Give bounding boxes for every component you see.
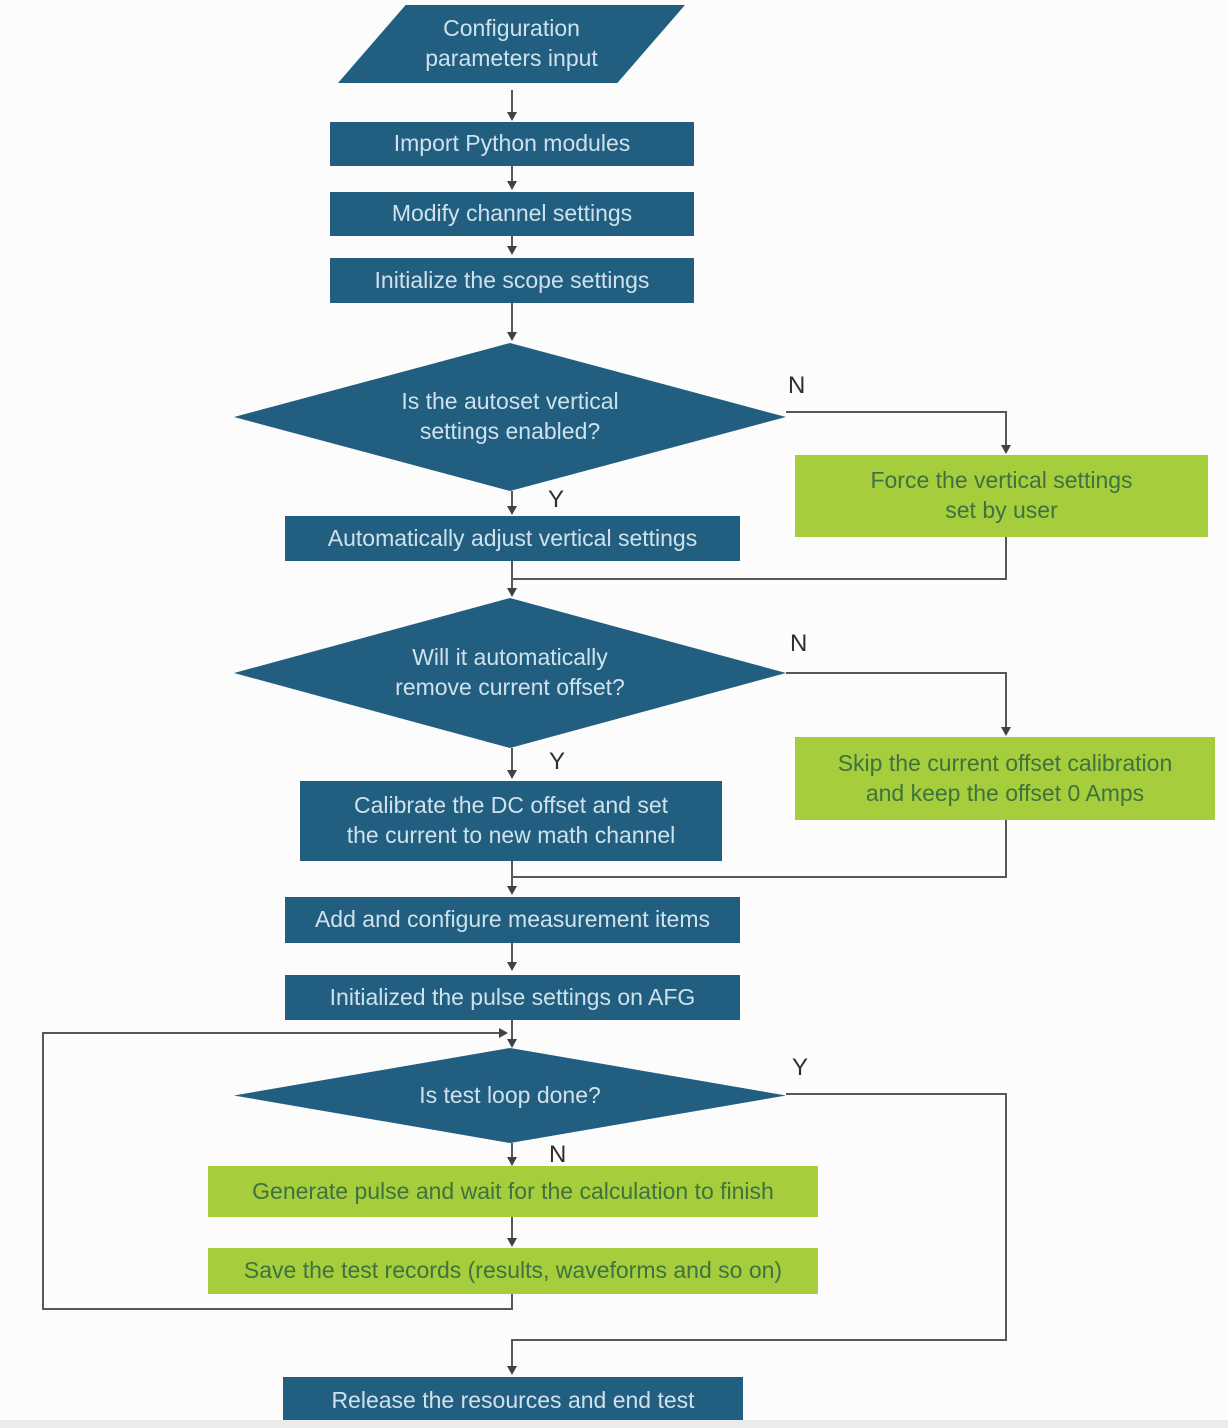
connector-generate-to-save [511,1217,513,1239]
arrowhead-down [507,1366,517,1375]
connector-initscope-to-decision1 [511,303,513,333]
branch-label-loop-no: N [549,1141,567,1168]
process-initialize-pulse-settings-afg: Initialized the pulse settings on AFG [285,975,740,1020]
connector-decision3-no [511,1143,513,1158]
arrowhead-down [507,112,517,121]
connector-initpulse-to-decision3 [511,1020,513,1040]
process-modify-channel-settings: Modify channel settings [330,192,694,236]
connector-loopback-bottom [42,1308,513,1310]
branch-label-autoset-no: N [788,372,806,399]
branch-label-autoset-yes: Y [548,486,565,513]
process-initialize-scope-settings: Initialize the scope settings [330,258,694,303]
io-configuration-parameters-input: Configuration parameters input [338,5,685,83]
process-release-resources-end-test: Release the resources and end test [283,1377,743,1424]
connector-merge1 [512,578,1007,580]
connector-decision2-no-down [1005,672,1007,728]
arrowhead-down [507,588,517,597]
alt-generate-pulse-wait-calculation: Generate pulse and wait for the calculat… [208,1166,818,1217]
bottom-gray-band [0,1420,1228,1428]
connector-forcevertical-down [1005,537,1007,580]
connector-loopback-left [42,1032,44,1310]
arrowhead-down [1001,445,1011,454]
process-auto-adjust-vertical-settings: Automatically adjust vertical settings [285,516,740,561]
arrowhead-down [1001,727,1011,736]
connector-skipoffset-down [1005,820,1007,878]
connector-modify-to-initscope [511,236,513,248]
connector-loopback-in [42,1032,499,1034]
connector-import-to-modify [511,166,513,182]
branch-label-loop-yes: Y [792,1054,809,1081]
arrowhead-down [507,1039,517,1048]
connector-decision3-yes-down [1005,1093,1007,1341]
connector-to-release [511,1339,513,1367]
process-import-python-modules: Import Python modules [330,122,694,166]
arrowhead-down [507,770,517,779]
process-calibrate-dc-offset: Calibrate the DC offset and set the curr… [300,781,722,861]
connector-input-to-import [511,90,513,114]
alt-skip-offset-calibration: Skip the current offset calibration and … [795,737,1215,820]
arrowhead-right [499,1028,508,1038]
connector-decision3-yes-left [512,1339,1007,1341]
arrowhead-down [507,246,517,255]
arrowhead-down [507,1238,517,1247]
alt-force-vertical-settings: Force the vertical settings set by user [795,455,1208,537]
connector-decision1-yes [511,491,513,507]
arrowhead-down [507,886,517,895]
connector-save-down [511,1294,513,1310]
branch-label-offset-yes: Y [549,748,566,775]
connector-autoadjust-to-decision2 [511,561,513,589]
connector-decision2-no [786,672,1007,674]
connector-calibrate-to-add [511,861,513,887]
decision-remove-current-offset: Will it automatically remove current off… [234,598,786,748]
branch-label-offset-no: N [790,630,808,657]
connector-add-to-initpulse [511,943,513,963]
connector-decision2-yes [511,748,513,771]
connector-decision1-no [786,411,1007,413]
arrowhead-down [507,332,517,341]
connector-decision3-yes [786,1093,1007,1095]
decision-test-loop-done: Is test loop done? [234,1048,786,1143]
process-add-measurement-items: Add and configure measurement items [285,897,740,943]
arrowhead-down [507,962,517,971]
arrowhead-down [507,1157,517,1166]
connector-decision1-no-down [1005,411,1007,446]
connector-merge2 [512,876,1007,878]
alt-save-test-records: Save the test records (results, waveform… [208,1248,818,1294]
arrowhead-down [507,181,517,190]
decision-autoset-vertical-enabled: Is the autoset vertical settings enabled… [234,343,786,491]
arrowhead-down [507,506,517,515]
